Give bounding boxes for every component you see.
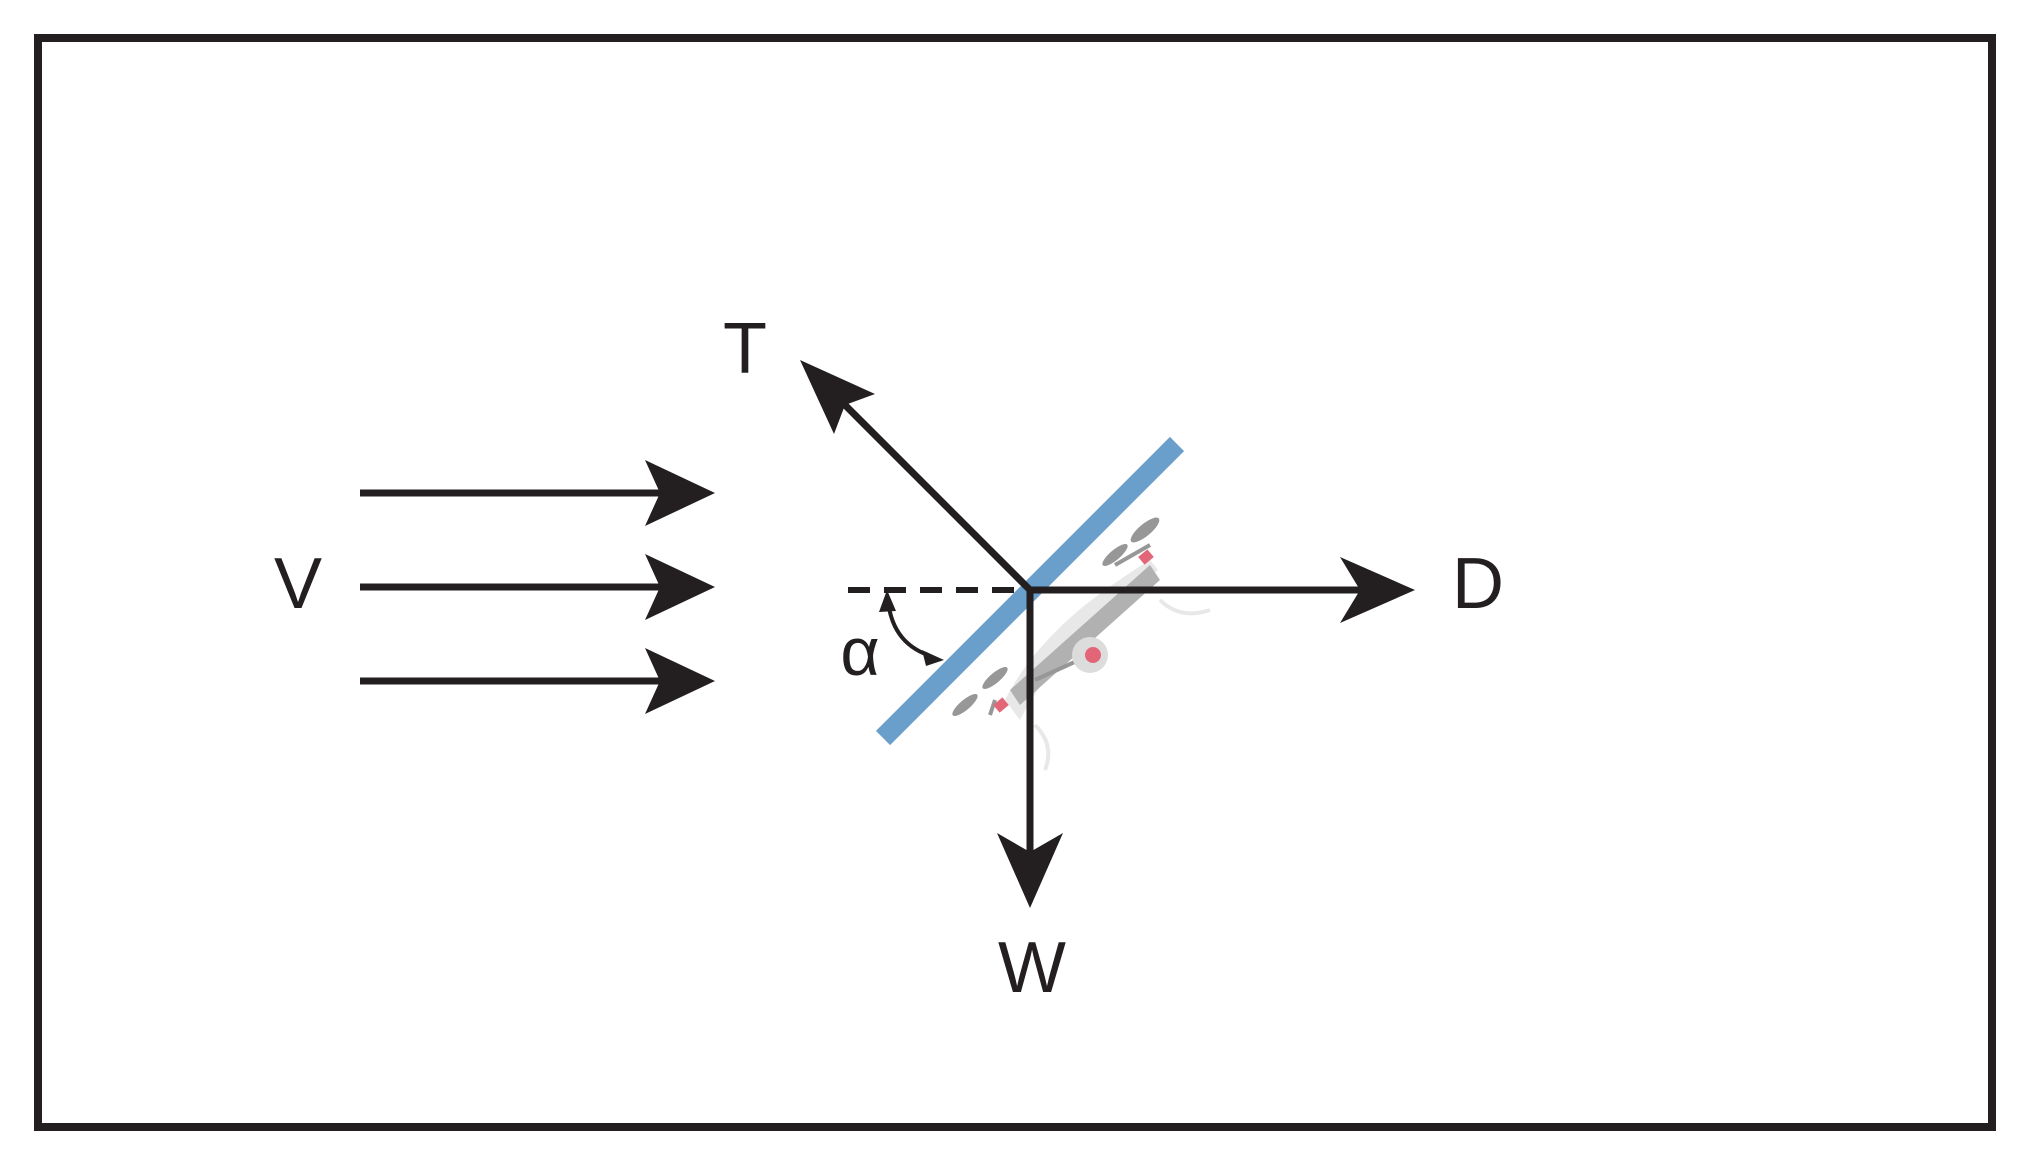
thrust-label: T — [723, 309, 767, 389]
angle-label: α — [840, 614, 879, 690]
quadcopter-drone-icon — [952, 517, 1211, 771]
velocity-arrow — [360, 648, 715, 714]
velocity-arrow — [360, 460, 715, 526]
thrust-arrow — [800, 360, 1033, 593]
velocity-label: V — [274, 544, 322, 624]
drag-label: D — [1452, 544, 1504, 624]
drag-arrow — [1030, 557, 1415, 623]
angle-arc — [879, 590, 944, 666]
weight-label: W — [998, 928, 1066, 1008]
weight-arrow — [997, 590, 1063, 908]
frame-border — [34, 34, 1996, 1131]
velocity-arrow — [360, 554, 715, 620]
velocity-arrows — [360, 460, 715, 714]
